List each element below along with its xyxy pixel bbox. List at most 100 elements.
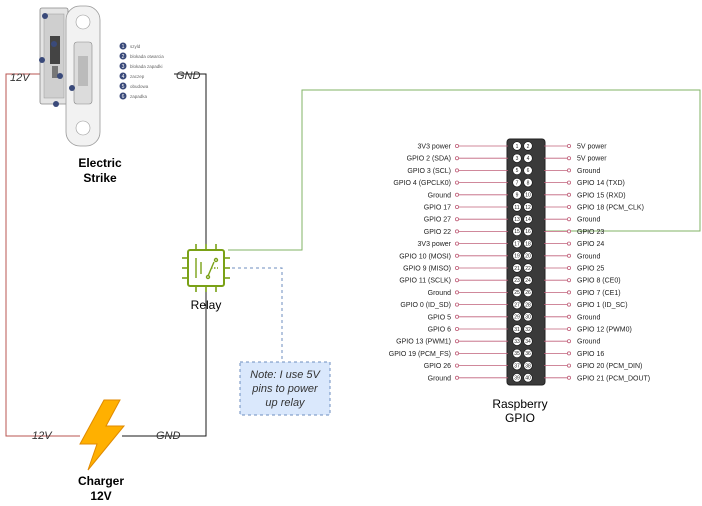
- green-signal-wire: [226, 89, 701, 251]
- gpio-left-dot: [454, 229, 459, 234]
- gpio-pin-even: [523, 202, 533, 212]
- gpio-pin-even: [523, 141, 533, 151]
- gpio-pin-number: 30: [525, 315, 531, 321]
- relay-label: Relay: [191, 298, 222, 312]
- gpio-pin-number: 25: [514, 290, 520, 296]
- legend-num: 5: [122, 84, 125, 90]
- gpio-pin-odd: [512, 373, 522, 383]
- gpio-pin-number: 14: [525, 217, 531, 223]
- gpio-pin-even: [523, 214, 533, 224]
- gpio-pin-number: 39: [514, 376, 520, 382]
- gpio-right-dot: [567, 217, 572, 222]
- gpio-pin-odd: [512, 251, 522, 261]
- black-gnd-wire-charger: [122, 286, 207, 437]
- legend-num: 1: [122, 44, 125, 50]
- gpio-pin-even: [523, 165, 533, 175]
- gpio-pin-odd: [512, 348, 522, 359]
- gpio-pin-number: 12: [525, 205, 531, 211]
- gpio-right-dot: [567, 143, 572, 148]
- gpio-pin-number: 7: [516, 180, 519, 186]
- gpio-pin-odd: [512, 202, 522, 212]
- gpio-right-dot: [567, 241, 572, 246]
- gpio-left-dot: [454, 143, 459, 148]
- gpio-title: Raspberry: [492, 397, 547, 411]
- gpio-pin-number: 26: [525, 290, 531, 296]
- gpio-pin-number: 11: [514, 205, 519, 211]
- red-12v-wire: [5, 73, 80, 437]
- gpio-pin-number: 10: [525, 193, 531, 199]
- gpio-left-label: GPIO 10 (MOSI): [399, 253, 451, 260]
- gpio-right-dot: [567, 168, 572, 173]
- gpio-pin-number: 13: [514, 217, 520, 223]
- charger-12v-label: 12V: [32, 430, 53, 442]
- gpio-pin-number: 32: [525, 327, 531, 333]
- relay-chip-icon: [182, 244, 230, 292]
- gpio-right-label: GPIO 14 (TXD): [577, 180, 625, 187]
- gpio-right-label: GPIO 12 (PWM0): [577, 327, 632, 334]
- legend-num: 6: [122, 94, 125, 100]
- gpio-pin-odd: [512, 141, 522, 151]
- gpio-pin-number: 28: [525, 302, 531, 308]
- gpio-left-label: GPIO 5: [428, 314, 451, 321]
- gpio-pin-number: 6: [527, 168, 530, 174]
- gpio-pin-odd: [512, 263, 522, 273]
- gpio-pin-number: 34: [525, 339, 531, 345]
- note-box: Note: I use 5V pins to power up relay: [239, 361, 331, 416]
- charger-gnd-label: GND: [156, 430, 181, 442]
- gpio-right-dot: [567, 302, 572, 307]
- gpio-pin-odd: [512, 300, 522, 310]
- gpio-pin-number: 3: [516, 156, 519, 162]
- gpio-pin-odd: [512, 239, 522, 249]
- gpio-left-dot: [454, 314, 459, 319]
- gpio-pin-number: 37: [514, 363, 520, 369]
- gpio-pin-number: 35: [514, 351, 520, 357]
- gpio-pin-odd: [512, 275, 522, 285]
- gpio-pin-number: 31: [514, 327, 520, 333]
- gpio-pin-number: 18: [525, 241, 531, 247]
- gpio-right-dot: [567, 278, 572, 283]
- gpio-right-dot: [567, 314, 572, 319]
- gpio-pin-number: 19: [514, 254, 520, 260]
- gpio-pin-odd: [512, 312, 522, 322]
- gpio-right-dot: [567, 229, 572, 234]
- gpio-pin-odd: [512, 190, 522, 200]
- gpio-pin-number: 33: [514, 339, 520, 345]
- gpio-right-label: GPIO 20 (PCM_DIN): [577, 363, 642, 370]
- gpio-right-dot: [567, 192, 572, 197]
- gpio-left-label: GPIO 26: [424, 363, 451, 370]
- gpio-pin-number: 15: [514, 229, 520, 235]
- gpio-pin-even: [523, 312, 533, 322]
- gpio-pin-number: 29: [514, 315, 520, 321]
- gpio-left-label: Ground: [428, 290, 451, 297]
- gpio-pin-odd: [512, 287, 522, 298]
- gpio-left-label: GPIO 3 (SCL): [407, 168, 451, 175]
- gpio-pin-even: [523, 263, 533, 273]
- gpio-pin-odd: [512, 165, 522, 175]
- gpio-left-dot: [454, 253, 459, 258]
- gpio-pin-number: 9: [516, 193, 519, 199]
- gpio-right-dot: [567, 351, 572, 356]
- legend-num: 2: [122, 54, 125, 60]
- strike-12v-label: 12V: [10, 72, 31, 84]
- gpio-right-dot: [567, 290, 572, 295]
- gpio-pin-number: 16: [525, 229, 531, 235]
- gpio-right-label: GPIO 23: [577, 229, 604, 236]
- gpio-pin-number: 22: [525, 266, 531, 272]
- gpio-pin-even: [523, 178, 533, 188]
- gpio-pin-number: 1: [516, 144, 519, 150]
- gpio-pin-even: [523, 153, 533, 163]
- gpio-right-dot: [567, 265, 572, 270]
- gpio-right-label: Ground: [577, 217, 600, 224]
- gpio-pin-number: 2: [527, 144, 530, 150]
- gpio-pin-even: [523, 275, 533, 285]
- gpio-left-dot: [454, 204, 459, 209]
- gpio-left-dot: [454, 265, 459, 270]
- gpio-pin-odd: [512, 361, 522, 371]
- gpio-left-dot: [454, 217, 459, 222]
- gpio-pin-odd: [512, 226, 522, 236]
- gpio-right-label: GPIO 24: [577, 241, 604, 248]
- gpio-right-label: GPIO 1 (ID_SC): [577, 302, 628, 309]
- gpio-left-dot: [454, 192, 459, 197]
- gpio-right-label: Ground: [577, 253, 600, 260]
